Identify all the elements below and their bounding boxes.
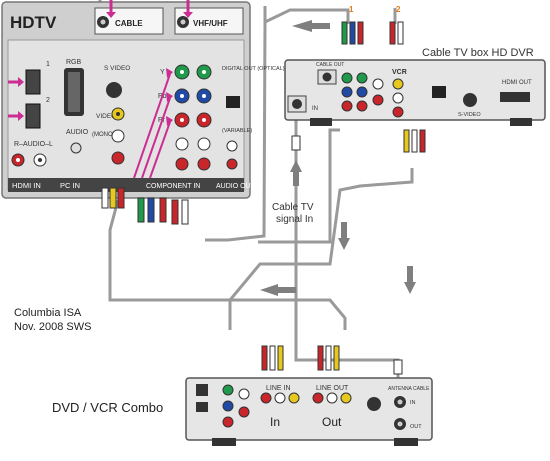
component-pr-arrow-icon	[149, 121, 171, 179]
component-mark-1: 1	[349, 5, 354, 14]
dvd-vcr-combo: DVD / VCR Combo LINE IN In LINE OUT Out …	[52, 377, 433, 446]
box-svideo-label: S-VIDEO	[458, 112, 481, 118]
component2-audio-r-jack	[197, 157, 211, 171]
hdmi-1-mark: 1	[46, 61, 50, 68]
box-vcr-audio-l-jack	[392, 92, 404, 104]
svideo-label: S VIDEO	[104, 65, 130, 72]
component-mark-2: 2	[396, 5, 401, 14]
dvd-line-in-r-jack	[260, 392, 272, 404]
arrow-up-signal-icon	[290, 160, 302, 172]
audio-out-label: AUDIO OUT	[216, 183, 256, 190]
composite-audio-r-jack	[111, 151, 125, 165]
box-hdmi-out-label: HDMI OUT	[502, 80, 532, 86]
box-hdmi-port	[500, 92, 530, 102]
dvd-optical-port	[196, 384, 208, 396]
coax-box-to-tv	[205, 6, 267, 242]
dvd-comp-pb-jack	[222, 400, 234, 412]
box-coax-out-port	[322, 72, 332, 82]
dvd-in-label: In	[270, 415, 280, 429]
hdtv-panel: HDTV CABLE VHF/UHF 1 2 R–AUDIO–L RGB	[1, 0, 285, 199]
flow-arrows	[260, 20, 416, 296]
rgb-label: RGB	[66, 59, 82, 66]
component2-audio-l-jack	[197, 137, 211, 151]
dvd-antenna-in-label: IN	[410, 400, 416, 406]
variable-label: (VARIABLE)	[222, 128, 252, 134]
box-in-label: IN	[312, 106, 318, 112]
pc-in-label: PC IN	[60, 181, 80, 190]
dvd-line-in-video-jack	[288, 392, 300, 404]
arrow-left-top-icon	[292, 20, 312, 32]
r-audio-l-label: R–AUDIO–L	[14, 141, 53, 148]
dvd-title: DVD / VCR Combo	[52, 400, 163, 415]
box-optical-port	[432, 86, 446, 98]
signal-label-line1: Cable TV	[272, 202, 314, 213]
box-coax-in-port	[292, 99, 302, 109]
dvd-out-label: Out	[322, 415, 342, 429]
pc-audio-jack	[70, 142, 82, 154]
box-cable-out-label: CABLE OUT	[316, 62, 344, 68]
dvd-line-out-video-jack	[340, 392, 352, 404]
hdmi-in-label: HDMI IN	[12, 181, 41, 190]
dvd-plugs	[261, 345, 403, 375]
dvd-line-out-label: LINE OUT	[316, 385, 349, 392]
hdtv-title: HDTV	[10, 13, 57, 32]
component-pb-arrow-icon	[141, 97, 171, 179]
box-vcr-label: VCR	[392, 69, 407, 76]
dvd-line-out-r-jack	[312, 392, 324, 404]
audio-out-r-jack	[226, 158, 238, 170]
arrow-down-right-icon	[404, 282, 416, 294]
hdmi-2-mark: 2	[46, 97, 50, 104]
credit-line1: Columbia ISA	[14, 307, 82, 319]
box-comp-pb-jack	[341, 86, 353, 98]
svideo-port	[106, 82, 122, 98]
cable-dvd-out-to-tv	[108, 199, 347, 330]
signal-label-line2: signal In	[276, 214, 313, 225]
dvd-svideo-port	[367, 397, 381, 411]
tv-plugs	[101, 187, 189, 225]
dvd-comp-y-jack	[222, 384, 234, 396]
component1-audio-l-jack	[175, 137, 189, 151]
audio-out-l-jack	[226, 140, 238, 152]
composite-audio-l-jack	[111, 129, 125, 143]
digital-out-label: DIGITAL OUT (OPTICAL)	[222, 66, 285, 72]
dvd-line-in-l-jack	[274, 392, 286, 404]
component-in-label: COMPONENT IN	[146, 183, 200, 190]
box-vcr-video-jack	[392, 78, 404, 90]
box-comp-pr-jack	[341, 100, 353, 112]
cable-component-loop	[258, 128, 340, 244]
pc-audio-label: AUDIO	[66, 129, 89, 136]
component-y-arrow-icon	[133, 73, 171, 179]
box-audio-r-jack	[372, 94, 384, 106]
video-label: VIDEO	[96, 113, 116, 120]
box-audio-l-jack	[372, 78, 384, 90]
optical-port	[226, 96, 240, 108]
mono-label: (MONO)	[92, 132, 115, 138]
component-top-loop	[264, 8, 350, 24]
vhf-jack-label: VHF/UHF	[193, 19, 228, 28]
hdmi-1-port	[25, 69, 41, 95]
dvd-line-out-l-jack	[326, 392, 338, 404]
box-vcr-audio-r-jack	[392, 106, 404, 118]
dvd-line-in-label: LINE IN	[266, 385, 291, 392]
cable-box: Cable TV box HD DVR IN CABLE OUT VCR S-V…	[284, 5, 546, 153]
credit-line2: Nov. 2008 SWS	[14, 321, 91, 333]
cable-box-title: Cable TV box HD DVR	[422, 47, 534, 59]
box-comp-y-jack	[341, 72, 353, 84]
hdmi-2-port	[25, 103, 41, 129]
box-svideo-port	[463, 93, 477, 107]
cable-box-to-dvd-in	[228, 168, 414, 330]
dvd-comp-pr-jack	[222, 416, 234, 428]
signal-in-plug	[291, 135, 301, 151]
component1-audio-r-jack	[175, 157, 189, 171]
arrow-down-middle-icon	[338, 238, 350, 250]
arrow-left-bottom-icon	[260, 284, 278, 296]
cable-jack-label: CABLE	[115, 19, 143, 28]
y-label: Y	[160, 69, 165, 76]
dvd-antenna-label: ANTENNA CABLE	[388, 386, 430, 392]
dvd-antenna-out-label: OUT	[410, 424, 422, 430]
